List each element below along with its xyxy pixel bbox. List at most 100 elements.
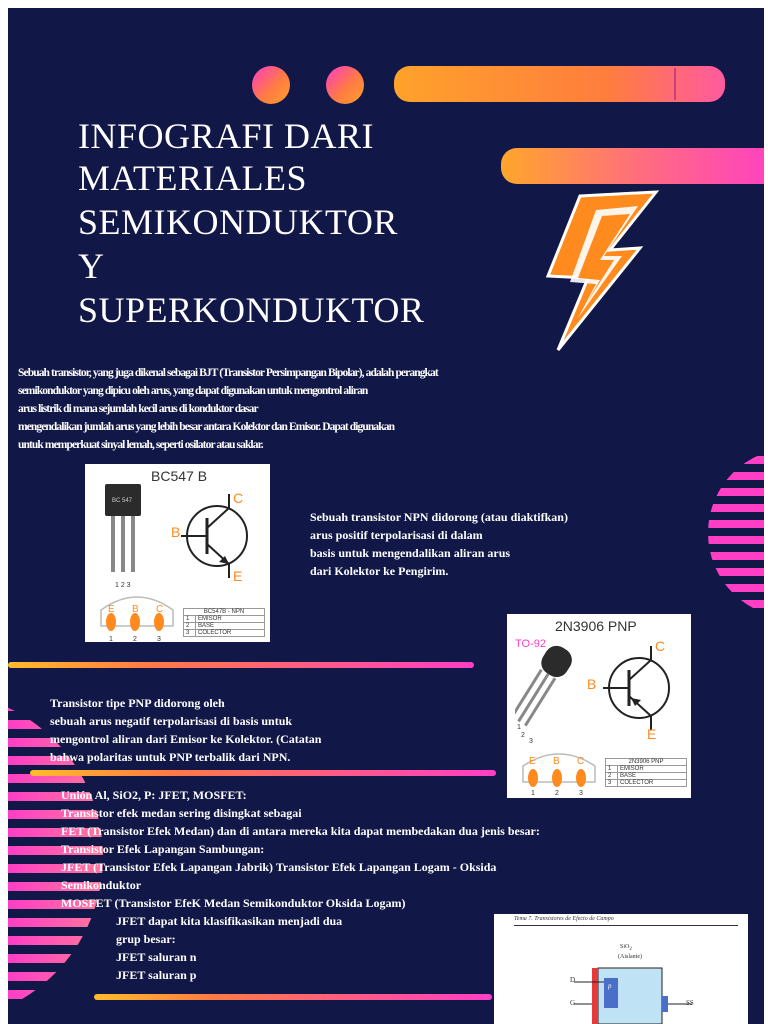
jfet-oxide-text: SiO bbox=[620, 944, 630, 950]
npn-line: arus positif terpolarisasi di dalam bbox=[310, 528, 483, 542]
pnp-line: bahwa polaritas untuk PNP terbalik dari … bbox=[50, 750, 291, 764]
jfet-oxide-label: SiO2 bbox=[620, 944, 632, 952]
pnp-table-label: BASE bbox=[620, 773, 637, 779]
pnp-terminal-e: E bbox=[647, 726, 657, 742]
pnp-pin-2: 2 bbox=[521, 732, 525, 739]
jfet-line: grup besar: bbox=[116, 932, 176, 946]
npn-terminal-b: B bbox=[171, 524, 181, 540]
intro-line: mengendalikan jumlah arus yang lebih bes… bbox=[18, 421, 395, 433]
pnp-pad-b: B bbox=[553, 756, 560, 767]
decor-dot-left bbox=[252, 66, 290, 104]
npn-pad-num-2: 2 bbox=[133, 636, 137, 642]
fet-line: JFET (Transistor Efek Lapangan Jabrik) T… bbox=[61, 860, 497, 874]
npn-line: dari Kolektor ke Pengirim. bbox=[310, 564, 449, 578]
npn-table-num: 3 bbox=[184, 630, 196, 636]
pnp-pin-1: 1 bbox=[517, 724, 521, 731]
npn-table-num: 2 bbox=[184, 623, 196, 629]
npn-pad-num-3: 3 bbox=[157, 636, 161, 642]
decor-bar-top bbox=[394, 66, 725, 102]
npn-symbol bbox=[181, 494, 248, 578]
npn-pin-numbers: 1 2 3 bbox=[115, 582, 131, 589]
intro-line: semikonduktor yang dipicu oleh arus, yan… bbox=[18, 385, 368, 397]
pnp-table-num: 1 bbox=[606, 766, 618, 772]
pnp-figure-title: 2N3906 PNP bbox=[555, 618, 637, 634]
decor-striped-circle-left bbox=[8, 702, 103, 1017]
npn-pad-num-1: 1 bbox=[109, 636, 113, 642]
pnp-footprint bbox=[522, 753, 596, 787]
pnp-package-label: TO-92 bbox=[515, 638, 546, 650]
jfet-caption-rule bbox=[514, 925, 738, 926]
pnp-pad-e: E bbox=[529, 756, 536, 767]
npn-pad-c: C bbox=[156, 604, 164, 615]
npn-description: Sebuah transistor NPN didorong (atau dia… bbox=[310, 508, 568, 580]
fet-line: Unión Al, SiO2, P: JFET, MOSFET: bbox=[61, 788, 247, 802]
npn-package-mark: BC 547 bbox=[112, 498, 133, 504]
pnp-pad-num-3: 3 bbox=[579, 790, 583, 797]
fet-line: MOSFET (Transistor EfeK Medan Semikonduk… bbox=[61, 896, 406, 910]
pnp-pin-3: 3 bbox=[529, 738, 533, 745]
decor-striped-circle-right bbox=[708, 456, 764, 608]
pnp-description: Transistor tipe PNP didorong oleh sebuah… bbox=[50, 694, 321, 766]
divider-line-1 bbox=[8, 662, 474, 668]
fet-description: Unión Al, SiO2, P: JFET, MOSFET: Transis… bbox=[61, 786, 540, 912]
decor-dot-right bbox=[326, 66, 364, 104]
fet-line: Transistor efek medan sering disingkat s… bbox=[61, 806, 302, 820]
pnp-table-header: 2N3906 PNP bbox=[606, 759, 686, 766]
jfet-g-label: G bbox=[570, 999, 576, 1007]
pnp-terminal-b: B bbox=[587, 676, 597, 692]
jfet-ss-label: SS bbox=[686, 999, 694, 1007]
pnp-terminal-c: C bbox=[655, 638, 666, 654]
pnp-table-label: COLECTOR bbox=[620, 780, 654, 786]
npn-footprint bbox=[100, 596, 174, 631]
pnp-table-num: 3 bbox=[606, 780, 618, 786]
title-line-5: SUPERKONDUKTOR bbox=[78, 290, 425, 330]
jfet-line: JFET saluran p bbox=[116, 968, 197, 982]
npn-line: Sebuah transistor NPN didorong (atau dia… bbox=[310, 510, 568, 524]
npn-table-header: BC547B - NPN bbox=[184, 609, 264, 616]
pnp-symbol bbox=[603, 646, 670, 730]
infographic-page: INFOGRAFI DARI MATERIALES SEMIKONDUKTOR … bbox=[8, 8, 764, 1024]
npn-package-drawing bbox=[105, 484, 141, 572]
npn-terminal-e: E bbox=[233, 568, 243, 584]
npn-table-label: EMISOR bbox=[198, 616, 222, 622]
decor-bar-middle bbox=[501, 148, 764, 184]
intro-paragraph: Sebuah transistor, yang juga dikenal seb… bbox=[18, 364, 478, 454]
npn-table-label: BASE bbox=[198, 623, 215, 629]
npn-transistor-figure: BC547 B BC 547 1 2 3 C B E E B bbox=[85, 464, 270, 642]
jfet-description: JFET dapat kita klasifikasikan menjadi d… bbox=[116, 912, 342, 984]
pnp-table-label: EMISOR bbox=[620, 766, 644, 772]
decor-bar-notch bbox=[674, 68, 676, 100]
intro-line: arus listrik di mana sejumlah kecil arus… bbox=[18, 403, 259, 415]
npn-figure-title: BC547 B bbox=[151, 468, 208, 484]
pnp-pad-c: C bbox=[577, 756, 585, 767]
pnp-table-num: 2 bbox=[606, 773, 618, 779]
jfet-d-label: D bbox=[570, 976, 576, 984]
jfet-line: JFET saluran n bbox=[116, 950, 197, 964]
intro-line: Sebuah transistor, yang juga dikenal seb… bbox=[18, 367, 439, 379]
pnp-pad-num-1: 1 bbox=[531, 790, 535, 797]
title-line-3: SEMIKONDUKTOR bbox=[78, 202, 398, 242]
fet-line: Semikonduktor bbox=[61, 878, 142, 892]
intro-line: untuk memperkuat sinyal lemah, seperti o… bbox=[18, 439, 264, 451]
pnp-line: mengontrol aliran dari Emisor ke Kolekto… bbox=[50, 732, 322, 746]
npn-line: basis untuk mengendalikan aliran arus bbox=[310, 546, 511, 560]
jfet-structure-figure: Tema 7. Transistores de Efecto de Campo … bbox=[494, 914, 748, 1024]
title-line-4: Y bbox=[78, 246, 105, 286]
jfet-p-label: p bbox=[608, 982, 612, 990]
npn-terminal-c: C bbox=[233, 490, 244, 506]
npn-pad-e: E bbox=[108, 604, 115, 615]
divider-line-3 bbox=[94, 994, 492, 1000]
pnp-line: sebuah arus negatif terpolarisasi di bas… bbox=[50, 714, 293, 728]
title-line-2: MATERIALES bbox=[78, 158, 307, 198]
jfet-oxide-sub: 2 bbox=[629, 947, 632, 953]
jfet-figure-caption: Tema 7. Transistores de Efecto de Campo bbox=[514, 916, 614, 922]
npn-table-label: COLECTOR bbox=[198, 630, 232, 636]
pnp-line: Transistor tipe PNP didorong oleh bbox=[50, 696, 225, 710]
fet-line: Transistor Efek Lapangan Sambungan: bbox=[61, 842, 265, 856]
fet-line: FET (Transistor Efek Medan) dan di antar… bbox=[61, 824, 540, 838]
divider-line-2 bbox=[30, 770, 496, 776]
npn-table-num: 1 bbox=[184, 616, 196, 622]
lightning-bolt-icon bbox=[545, 190, 660, 351]
